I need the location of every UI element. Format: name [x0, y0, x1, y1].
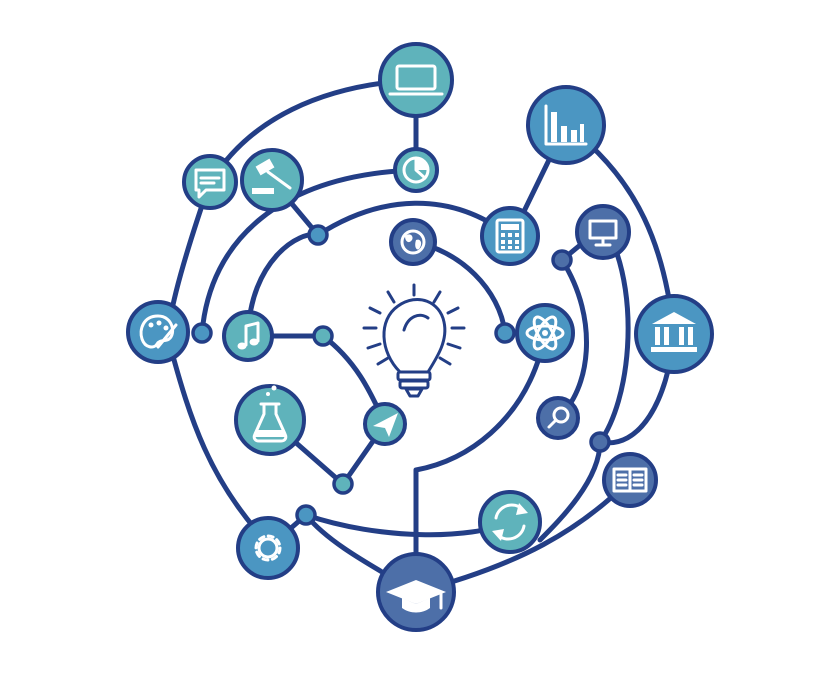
junction-dot	[295, 504, 317, 526]
calculator-icon	[495, 218, 525, 254]
node-circle	[478, 490, 542, 554]
junction-dot	[332, 473, 354, 495]
gear-node	[236, 516, 300, 580]
pie-chart-node	[393, 147, 439, 193]
flask-node	[234, 384, 306, 456]
node-circle	[575, 204, 631, 260]
gavel-node	[240, 148, 304, 212]
laptop-icon	[388, 64, 444, 96]
graduation-cap-node	[376, 552, 456, 632]
node-circle	[222, 310, 274, 362]
book-icon	[612, 467, 648, 493]
laptop-node	[378, 42, 454, 118]
junction-dot	[551, 249, 573, 271]
pie-chart-icon	[402, 156, 430, 184]
monitor-icon	[588, 219, 618, 247]
atom-icon	[525, 315, 565, 351]
refresh-icon	[492, 503, 528, 541]
refresh-node	[478, 490, 542, 554]
paper-plane-icon	[373, 413, 398, 437]
junction-dot	[307, 224, 329, 246]
junction-dots	[191, 224, 611, 526]
node-circle	[240, 148, 304, 212]
paper-plane-node	[363, 402, 407, 446]
magnifier-icon	[547, 406, 570, 429]
graduation-cap-icon	[386, 580, 446, 613]
music-note-icon	[237, 321, 260, 350]
node-circle	[378, 42, 454, 118]
book-node	[602, 452, 658, 508]
junction-dot	[191, 322, 213, 344]
node-circle	[236, 516, 300, 580]
node-circle	[126, 300, 190, 364]
magnifier-node	[536, 396, 580, 440]
chat-bubble-node	[182, 154, 238, 210]
chat-bubble-icon	[194, 168, 226, 199]
node-circle	[234, 384, 306, 456]
flask-icon	[252, 385, 288, 443]
globe-icon	[400, 229, 426, 255]
junction-dot	[312, 325, 334, 347]
bank-icon	[651, 312, 697, 352]
bar-chart-icon	[544, 104, 588, 146]
monitor-node	[575, 204, 631, 260]
globe-node	[389, 218, 437, 266]
bank-node	[634, 294, 714, 374]
palette-icon	[139, 314, 178, 349]
gavel-icon	[252, 158, 292, 194]
palette-node	[126, 300, 190, 364]
node-circle	[389, 218, 437, 266]
music-note-node	[222, 310, 274, 362]
lightbulb-icon	[362, 283, 466, 398]
atom-node	[515, 303, 575, 363]
node-circle	[536, 396, 580, 440]
gear-icon	[254, 534, 282, 562]
junction-dot	[589, 431, 611, 453]
calculator-node	[480, 206, 540, 266]
node-circle	[526, 85, 606, 165]
node-circle	[634, 294, 714, 374]
bar-chart-node	[526, 85, 606, 165]
junction-dot	[494, 322, 516, 344]
